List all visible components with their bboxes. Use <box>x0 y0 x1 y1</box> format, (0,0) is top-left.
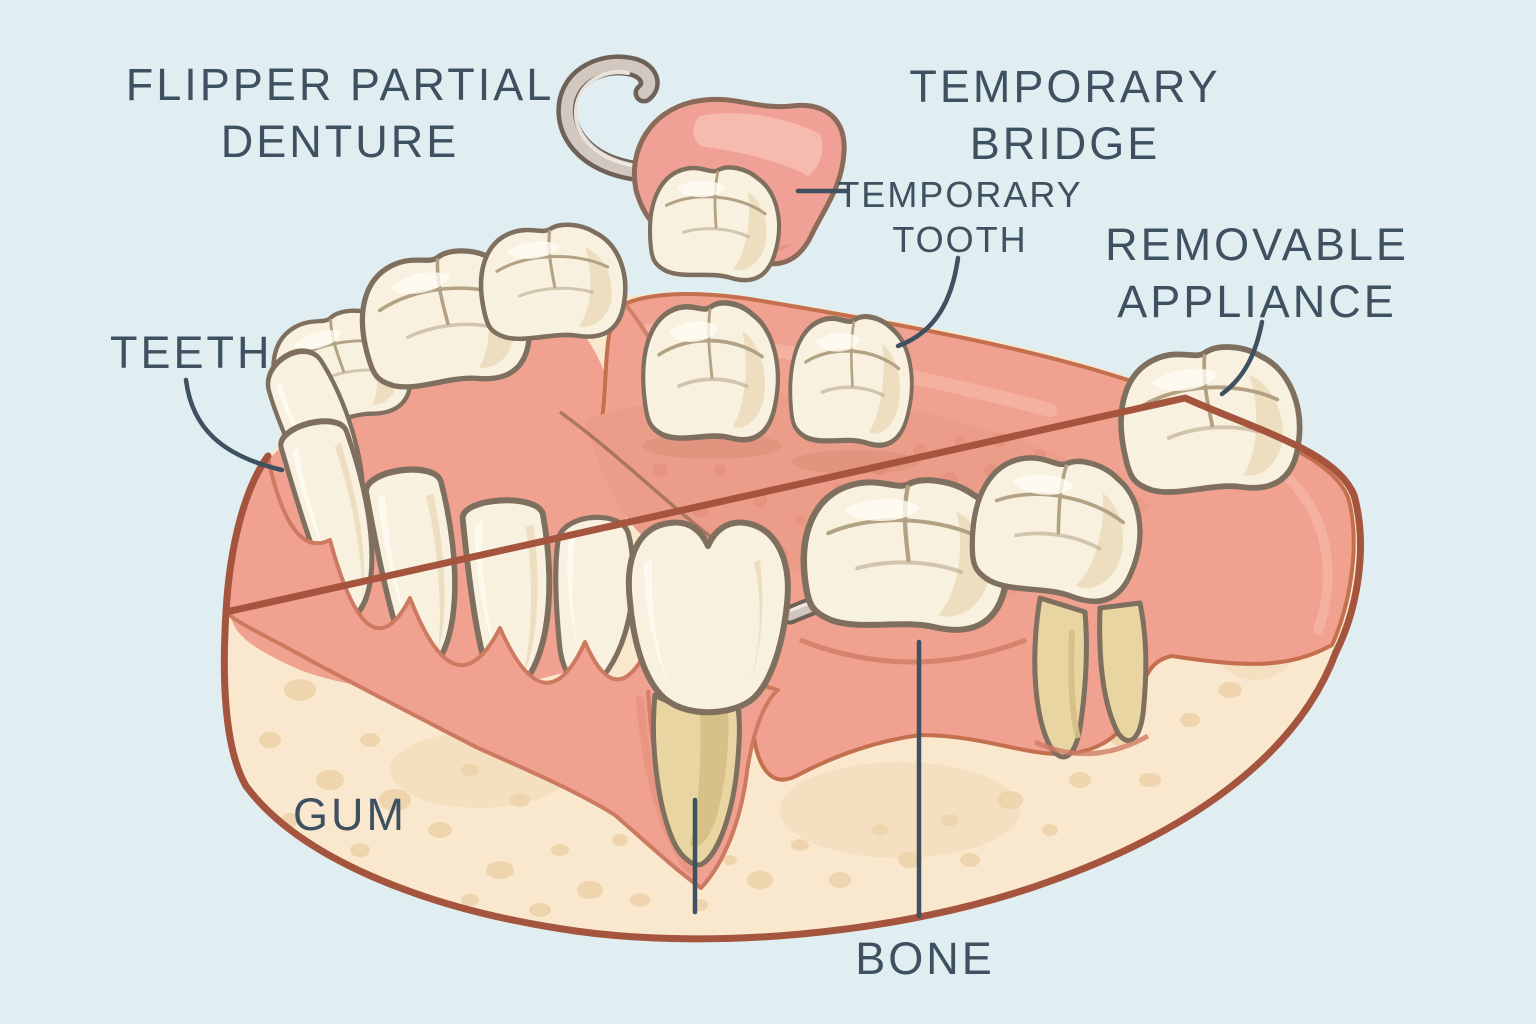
teeth-leader-line <box>183 377 285 473</box>
temporary-tooth-bridge-leader-line <box>895 255 961 349</box>
jaw-outline <box>220 394 1364 943</box>
metal-wire-clasp <box>556 54 679 184</box>
flipper-partial-denture <box>556 54 847 282</box>
tooth-with-exposed-root <box>625 519 791 868</box>
bridge-crown-2 <box>787 313 915 447</box>
label-bone: BONE <box>855 933 995 984</box>
label-gum: GUM <box>293 789 407 840</box>
removable-appliance-leader-line <box>1219 319 1265 397</box>
flipper-temporary-tooth <box>647 162 783 282</box>
gum-margin-arc <box>799 637 1027 665</box>
removable-appliance-tooth <box>1116 342 1304 497</box>
temporary-bridge <box>642 303 920 474</box>
gum-margin-arc <box>1033 733 1150 757</box>
tilted-molar-with-exposed-roots <box>964 446 1150 760</box>
leader-lines <box>183 188 1265 919</box>
label-teeth: TEETH <box>110 327 273 378</box>
bridge-crown-1 <box>643 303 778 440</box>
